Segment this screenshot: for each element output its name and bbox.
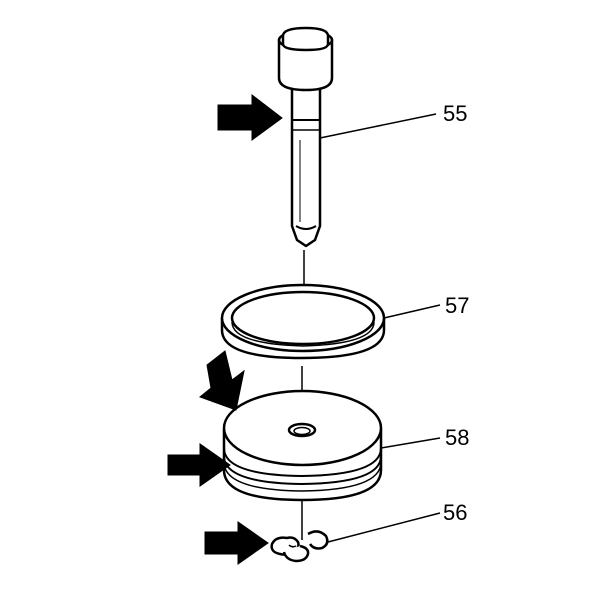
callout-58: 58 [445,425,469,450]
part-ring [220,283,386,360]
part-clip [270,530,329,563]
callout-56: 56 [443,500,467,525]
arrow-icon [204,521,269,565]
callout-57: 57 [445,293,469,318]
part-piston [277,26,334,248]
arrow-icon [217,93,283,141]
arrow-icon [199,350,245,411]
arrow-icon [167,443,231,487]
leader-lines [319,113,441,543]
part-disc [222,389,383,502]
callout-55: 55 [443,101,467,126]
